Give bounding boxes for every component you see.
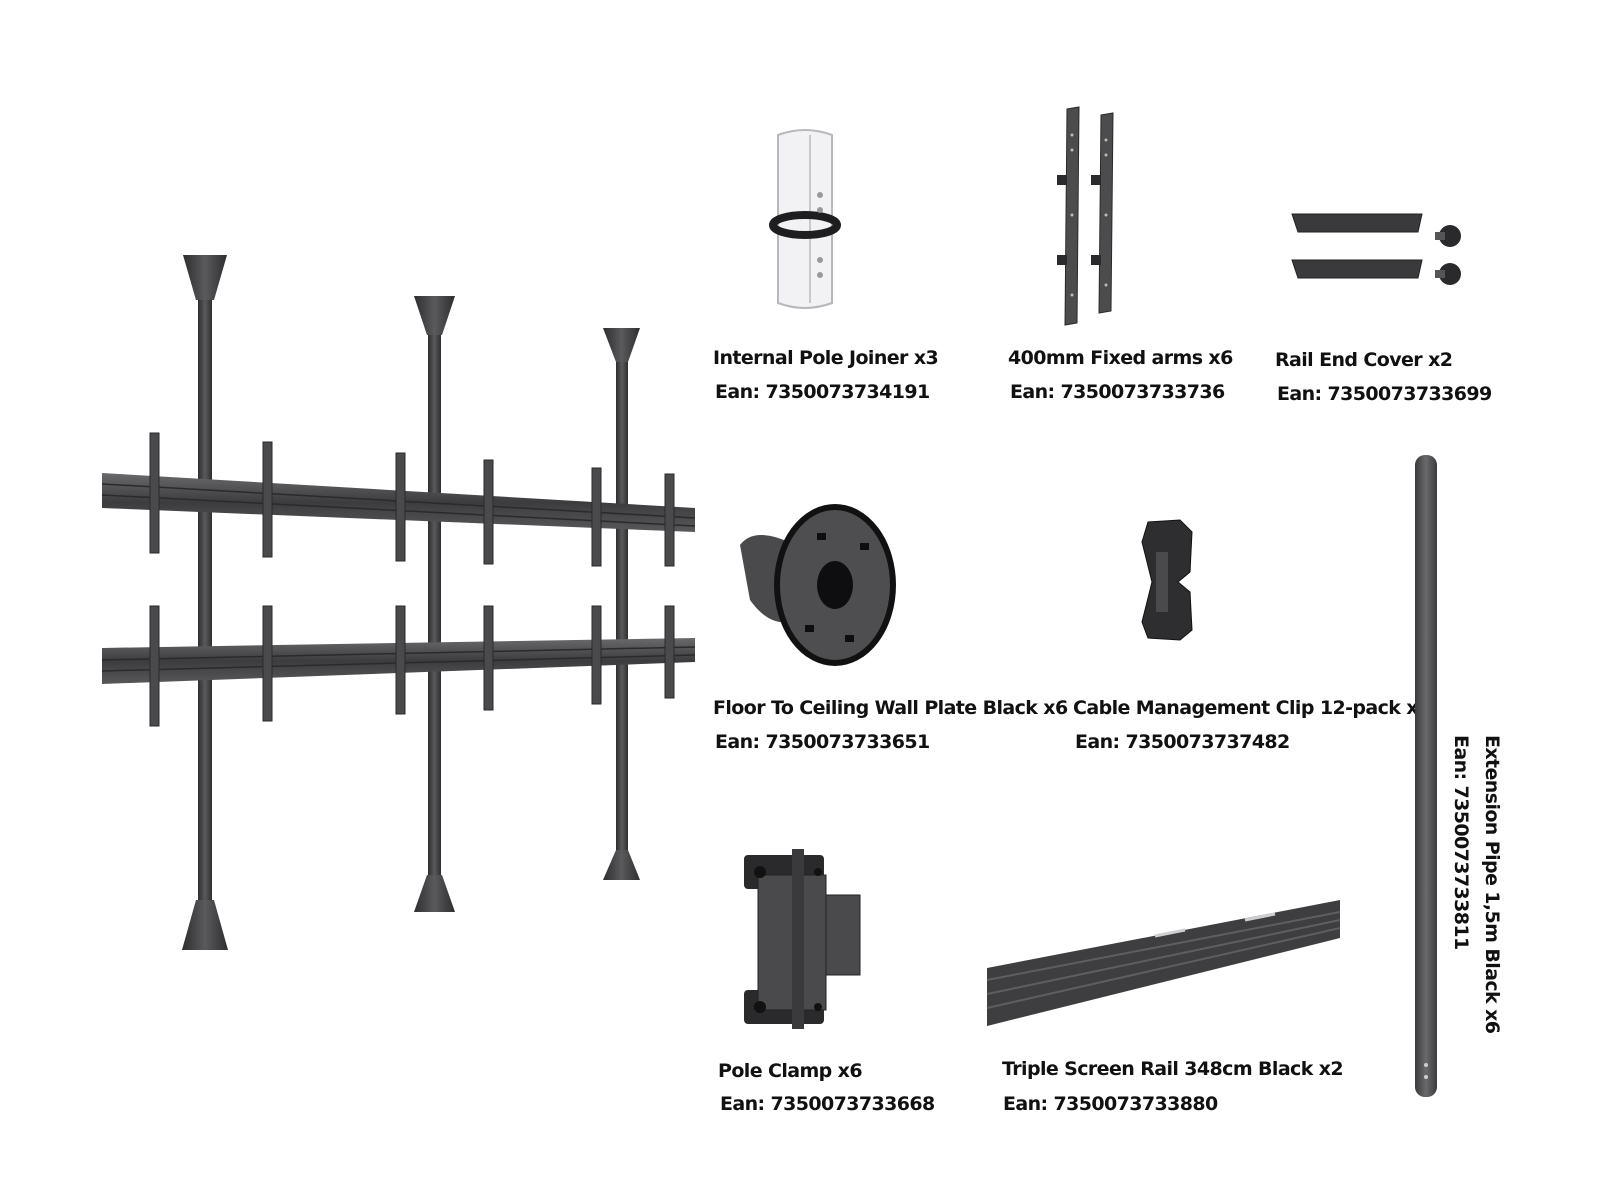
internal-pole-joiner-icon: [769, 129, 841, 309]
rail-end-cover-icon: [1291, 213, 1461, 285]
item-ean: Ean: 7350073737482: [1075, 731, 1290, 753]
item-title: Floor To Ceiling Wall Plate Black x6: [713, 697, 1068, 719]
extension-pipe-icon: [1415, 455, 1437, 1097]
item-title: Triple Screen Rail 348cm Black x2: [1002, 1058, 1344, 1080]
item-ean: Ean: 7350073733699: [1277, 383, 1492, 405]
pole-clamp-icon: [744, 849, 861, 1029]
item-title: Internal Pole Joiner x3: [713, 347, 939, 369]
item-ean: Ean: 7350073733736: [1010, 381, 1225, 403]
screen-rail-icon: [986, 900, 1341, 1026]
item-ean: Ean: 7350073733668: [720, 1093, 935, 1115]
item-title: Extension Pipe 1,5m Black x6: [1481, 735, 1503, 1034]
wall-plate-icon: [740, 504, 896, 666]
fixed-arms-icon: [1057, 106, 1114, 326]
item-title: 400mm Fixed arms x6: [1008, 347, 1233, 369]
item-ean: Ean: 7350073733880: [1003, 1093, 1218, 1115]
item-ean: Ean: 7350073734191: [715, 381, 930, 403]
cable-clip-icon: [1141, 519, 1193, 641]
item-ean: Ean: 7350073733811: [1450, 735, 1472, 950]
item-ean: Ean: 7350073733651: [715, 731, 930, 753]
item-title: Cable Management Clip 12-pack x1: [1073, 697, 1431, 719]
item-title: Pole Clamp x6: [718, 1060, 863, 1082]
item-title: Rail End Cover x2: [1275, 349, 1453, 371]
